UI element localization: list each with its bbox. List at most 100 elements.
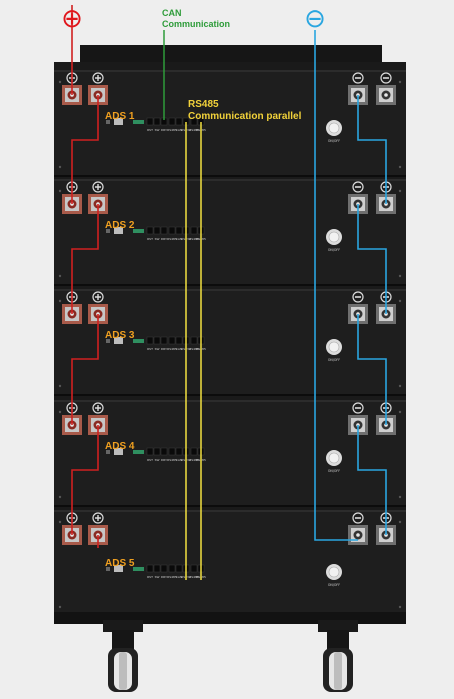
port-label: DRY bbox=[161, 458, 167, 462]
comm-port bbox=[190, 564, 198, 573]
wiring-layer bbox=[71, 5, 387, 580]
dry-contact bbox=[133, 450, 144, 454]
comm-port bbox=[168, 447, 176, 456]
port-label: CAN bbox=[176, 458, 182, 462]
reset-button bbox=[106, 229, 110, 233]
port-label: SW bbox=[155, 128, 160, 132]
comm-port bbox=[168, 336, 176, 345]
comm-port bbox=[160, 226, 168, 235]
plus-icon bbox=[92, 291, 104, 303]
port-label: SW bbox=[155, 237, 160, 241]
port-label: RS485 bbox=[167, 575, 177, 579]
negative-link-3 bbox=[357, 314, 387, 425]
panel-screw bbox=[58, 299, 62, 303]
panel-screw bbox=[58, 410, 62, 414]
plus-icon bbox=[92, 181, 104, 193]
comm-port bbox=[153, 564, 161, 573]
port-label: DRY bbox=[161, 128, 167, 132]
panel-screw bbox=[58, 605, 62, 609]
port-label: CAN bbox=[176, 575, 182, 579]
panel-screw bbox=[58, 80, 62, 84]
module-label-1: ADS 1 bbox=[105, 111, 135, 122]
module-panel bbox=[54, 289, 406, 396]
port-label: DRY bbox=[161, 347, 167, 351]
panel-screw bbox=[398, 410, 402, 414]
port-label: CAN bbox=[176, 128, 182, 132]
dip-switch bbox=[114, 227, 123, 234]
on-off-label: ON/OFF bbox=[328, 139, 340, 143]
rs485-label-line2: Communication parallel bbox=[188, 111, 302, 122]
panel-screw bbox=[398, 384, 402, 388]
comm-port bbox=[146, 336, 154, 345]
port-label: RS485 bbox=[167, 347, 177, 351]
port-label: RS485 bbox=[167, 128, 177, 132]
port-label: SW bbox=[155, 458, 160, 462]
panel-screw bbox=[398, 274, 402, 278]
minus-icon bbox=[352, 181, 364, 193]
comm-port bbox=[146, 447, 154, 456]
dry-contact bbox=[133, 120, 144, 124]
dip-switch bbox=[114, 565, 123, 572]
reset-button bbox=[106, 120, 110, 124]
minus-icon bbox=[352, 72, 364, 84]
panel-screw bbox=[398, 605, 402, 609]
port-label: DRY bbox=[161, 237, 167, 241]
module-label-5: ADS 5 bbox=[105, 558, 135, 569]
module-label-3: ADS 3 bbox=[105, 330, 135, 341]
panel-screw bbox=[58, 520, 62, 524]
minus-icon bbox=[352, 512, 364, 524]
comm-port bbox=[153, 226, 161, 235]
module-panel bbox=[54, 400, 406, 507]
left-wheel bbox=[103, 620, 143, 692]
comm-port bbox=[175, 117, 183, 126]
positive-terminal-symbol: ⊕ bbox=[61, 4, 83, 34]
comm-port bbox=[175, 336, 183, 345]
positive-link-1 bbox=[71, 95, 99, 204]
dry-contact bbox=[133, 229, 144, 233]
on-off-label: ON/OFF bbox=[328, 469, 340, 473]
module-panel bbox=[54, 510, 406, 617]
module-panel bbox=[54, 179, 406, 286]
comm-port bbox=[168, 226, 176, 235]
comm-port bbox=[146, 564, 154, 573]
panel-screw bbox=[398, 299, 402, 303]
reset-button bbox=[106, 450, 110, 454]
port-label: RS485 bbox=[189, 458, 199, 462]
dip-switch bbox=[114, 118, 123, 125]
panel-screw bbox=[58, 495, 62, 499]
on-off-label: ON/OFF bbox=[328, 358, 340, 362]
positive-link-4 bbox=[71, 425, 99, 535]
port-label: RS485 bbox=[167, 237, 177, 241]
comm-port bbox=[190, 336, 198, 345]
can-label-line1: CAN bbox=[162, 8, 182, 18]
comm-port bbox=[190, 447, 198, 456]
comm-port bbox=[153, 447, 161, 456]
panel-screw bbox=[398, 165, 402, 169]
port-label: RST bbox=[147, 128, 153, 132]
dry-contact bbox=[133, 339, 144, 343]
negative-terminal-symbol: ⊖ bbox=[304, 4, 326, 34]
negative-link-4 bbox=[357, 425, 387, 535]
panel-screw bbox=[58, 189, 62, 193]
dip-switch bbox=[114, 337, 123, 344]
module-label-4: ADS 4 bbox=[105, 441, 135, 452]
comm-port bbox=[146, 226, 154, 235]
comm-port bbox=[175, 226, 183, 235]
port-label: RST bbox=[147, 575, 153, 579]
plus-icon bbox=[92, 512, 104, 524]
on-off-label: ON/OFF bbox=[328, 583, 340, 587]
port-label: SW bbox=[155, 347, 160, 351]
minus-icon bbox=[380, 72, 392, 84]
comm-port bbox=[175, 564, 183, 573]
comm-port bbox=[160, 336, 168, 345]
reset-button bbox=[106, 339, 110, 343]
rs485-label-line1: RS485 bbox=[188, 99, 219, 110]
